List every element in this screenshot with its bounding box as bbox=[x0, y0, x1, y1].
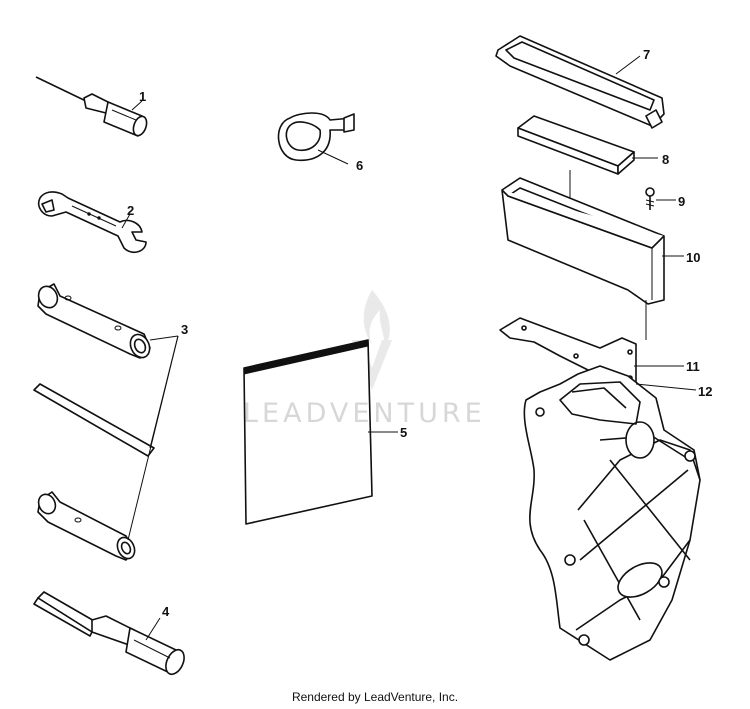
wrench bbox=[37, 191, 147, 254]
part-label-5: 5 bbox=[400, 425, 408, 440]
tool-box bbox=[501, 177, 665, 305]
part-label-3: 3 bbox=[181, 322, 189, 337]
screw bbox=[645, 187, 655, 210]
part-label-1: 1 bbox=[139, 89, 147, 104]
screwdriver-large bbox=[33, 591, 185, 676]
part-label-10: 10 bbox=[686, 250, 701, 265]
part-label-9: 9 bbox=[678, 194, 686, 209]
tape-roll bbox=[277, 112, 355, 161]
socket-wrench-small bbox=[37, 491, 136, 561]
part-label-8: 8 bbox=[662, 152, 670, 167]
part-label-11: 11 bbox=[686, 359, 700, 374]
part-label-6: 6 bbox=[356, 158, 364, 173]
toolbox-lid bbox=[495, 35, 665, 129]
part-label-12: 12 bbox=[698, 384, 713, 399]
part-label-4: 4 bbox=[162, 604, 170, 619]
tommy-bar-rod bbox=[33, 383, 155, 457]
recoil-housing bbox=[523, 365, 701, 661]
part-label-2: 2 bbox=[127, 203, 135, 218]
socket-wrench-large bbox=[37, 283, 151, 359]
watermark-text: LEADVENTURE bbox=[243, 398, 486, 429]
screwdriver-small bbox=[35, 76, 148, 137]
footer-credit: Rendered by LeadVenture, Inc. bbox=[291, 690, 459, 704]
part-label-7: 7 bbox=[643, 47, 651, 62]
owners-manual bbox=[243, 339, 373, 525]
foam-pad bbox=[517, 115, 635, 175]
